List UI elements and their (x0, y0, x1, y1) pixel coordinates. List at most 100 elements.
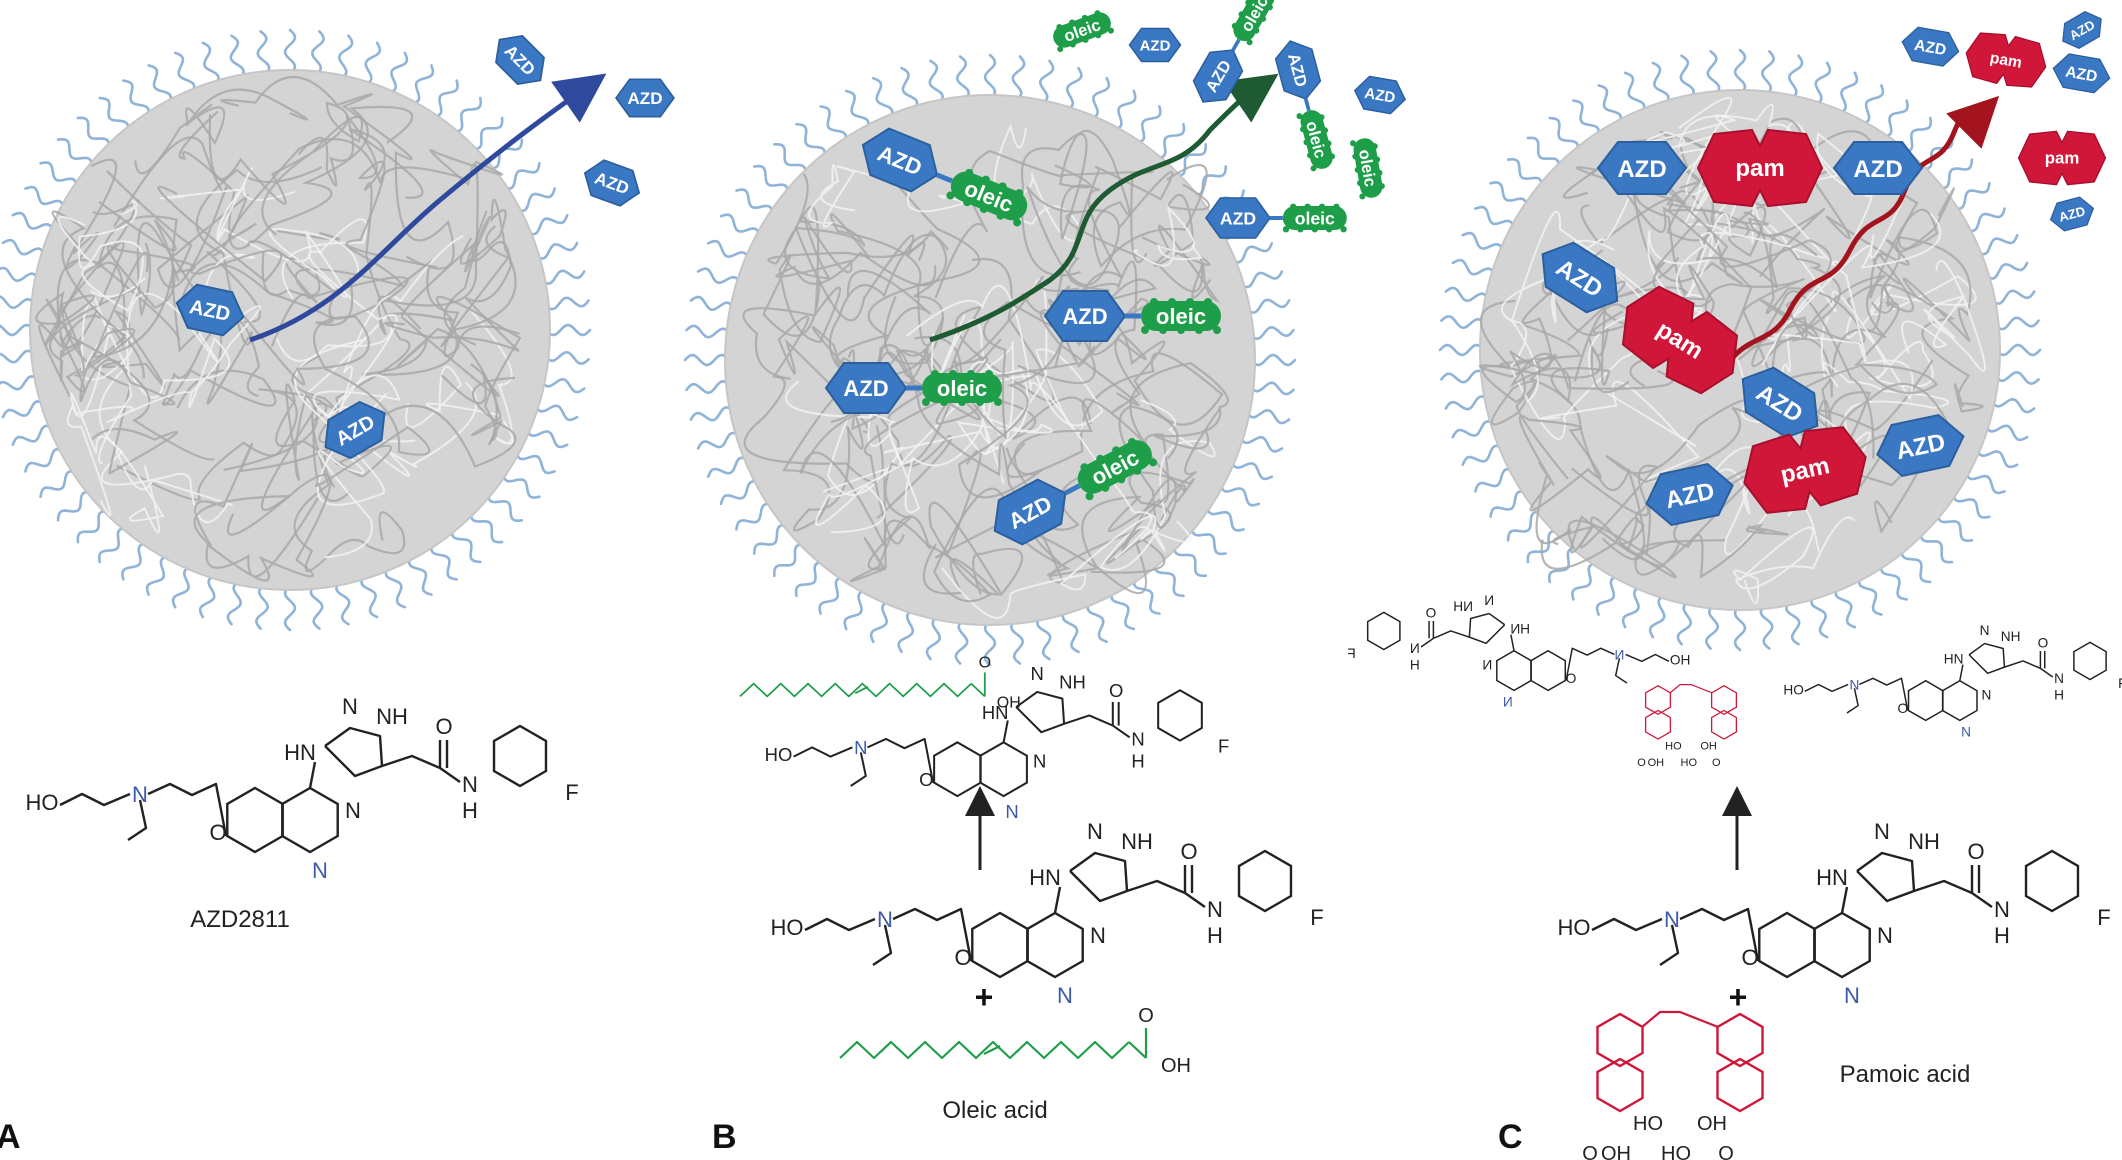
polymer-chain (1133, 203, 1203, 267)
polymer-chain (193, 354, 345, 547)
atom-o-ether: O (1897, 701, 1908, 716)
atom-o-carbonyl: O (1426, 605, 1437, 620)
peg-chain (539, 377, 586, 394)
polymer-chain (208, 101, 364, 236)
nanoparticle-b (683, 53, 1297, 667)
polymer-chain (742, 254, 841, 380)
bond (892, 907, 973, 962)
bond (2039, 667, 2054, 678)
atom-n-amide: N (1131, 729, 1144, 750)
atom-hn: HN (1029, 865, 1061, 890)
peg-chain (1438, 343, 1486, 357)
atom-o-ether: O (1741, 945, 1758, 970)
peg-chain (525, 426, 569, 449)
peg-chain (1526, 529, 1561, 564)
bond (1591, 917, 1663, 932)
azd-drug: AZD (1596, 141, 1688, 195)
peg-chain (514, 187, 556, 213)
atom-n-quinazoline2: N (345, 798, 361, 823)
peg-chain (1061, 608, 1080, 654)
peg-chain (39, 161, 79, 190)
peg-chain (1010, 618, 1025, 665)
bond (1625, 653, 1670, 663)
peg-chain (818, 575, 847, 615)
peg-chain (122, 79, 151, 119)
peg-chain (1676, 599, 1693, 646)
atom-ho-pam4: HO (1661, 1143, 1691, 1160)
azd-molecule-a5: AZD (577, 154, 647, 212)
aromatic-ring (281, 786, 339, 854)
peg-chain (1111, 89, 1137, 132)
polymer-chain (361, 317, 504, 446)
atom-hn: HN (1944, 651, 1964, 666)
polymer-chain (830, 344, 1135, 531)
peg-chain (1705, 603, 1720, 650)
aromatic-ring (933, 741, 982, 798)
atom-o-carbonyl: O (1180, 839, 1197, 864)
peg-chain (900, 66, 919, 112)
atom-hn: HN (982, 702, 1009, 723)
peg-chain (1154, 122, 1186, 160)
atom-h-amide: H (1410, 657, 1420, 672)
azd-label: AZD (1853, 156, 1902, 183)
atom-n-quinazoline2: N (1090, 923, 1106, 948)
bond (1641, 1010, 1719, 1029)
peg-chain (1, 400, 47, 419)
oleic-counterion: oleic (1077, 437, 1158, 501)
atom-n-quinazoline: N (1961, 725, 1971, 740)
peg-chain (256, 30, 271, 77)
svg-text:AZD: AZD (1363, 85, 1396, 107)
atom-n-amide: N (462, 772, 478, 797)
atom-o-pam1: O (1637, 757, 1646, 769)
peg-chain (752, 164, 790, 196)
oleic-label: oleic (1156, 304, 1206, 329)
pamoate-counterion: pam (1696, 128, 1824, 208)
aromatic-ring (971, 911, 1029, 979)
peg-chain (1173, 143, 1207, 177)
polymer-chain (171, 166, 323, 405)
peg-chain (1834, 585, 1857, 629)
peg-chain (1474, 467, 1516, 493)
peg-chain (543, 296, 590, 311)
polymer-chain (1054, 129, 1208, 269)
reagent-name-c: Pamoic acid (1840, 1061, 1971, 1088)
polymer-chain (1490, 322, 1582, 480)
polymer-chain (775, 216, 937, 287)
bond (147, 782, 228, 837)
polymer-chain (1567, 504, 1726, 579)
peg-chain (1086, 599, 1108, 644)
polymer-chain (281, 218, 416, 443)
polymer-chain (743, 315, 884, 484)
bond (439, 767, 461, 783)
bond (1804, 683, 1849, 693)
polymer-chain (1715, 222, 1875, 459)
bond (1856, 851, 1916, 903)
polymer-chain (1540, 464, 1659, 570)
peg-chain (1461, 444, 1505, 467)
polymer-chain (867, 338, 1002, 571)
polymer-chain (69, 391, 191, 534)
peg-chain (795, 122, 827, 160)
peg-chain (685, 380, 732, 395)
peg-chain (1038, 59, 1055, 106)
bond (1859, 677, 1909, 711)
bond (1679, 907, 1760, 962)
pam-label: pam (1735, 155, 1784, 182)
peg-chain (1936, 158, 1974, 190)
atom-n-pyrazole: N (1087, 819, 1103, 844)
bond (1959, 664, 1964, 681)
peg-chain (11, 211, 55, 234)
aromatic-ring (1157, 689, 1203, 742)
peg-chain (1036, 614, 1052, 661)
bond (2004, 660, 2041, 670)
bond (1468, 612, 1506, 645)
panel-letter-a: A (0, 1118, 21, 1156)
atom-n-amide: N (1994, 897, 2010, 922)
panel-letter-b: B (712, 1118, 737, 1156)
peg-chain (0, 349, 37, 364)
peg-chain (1244, 408, 1291, 425)
